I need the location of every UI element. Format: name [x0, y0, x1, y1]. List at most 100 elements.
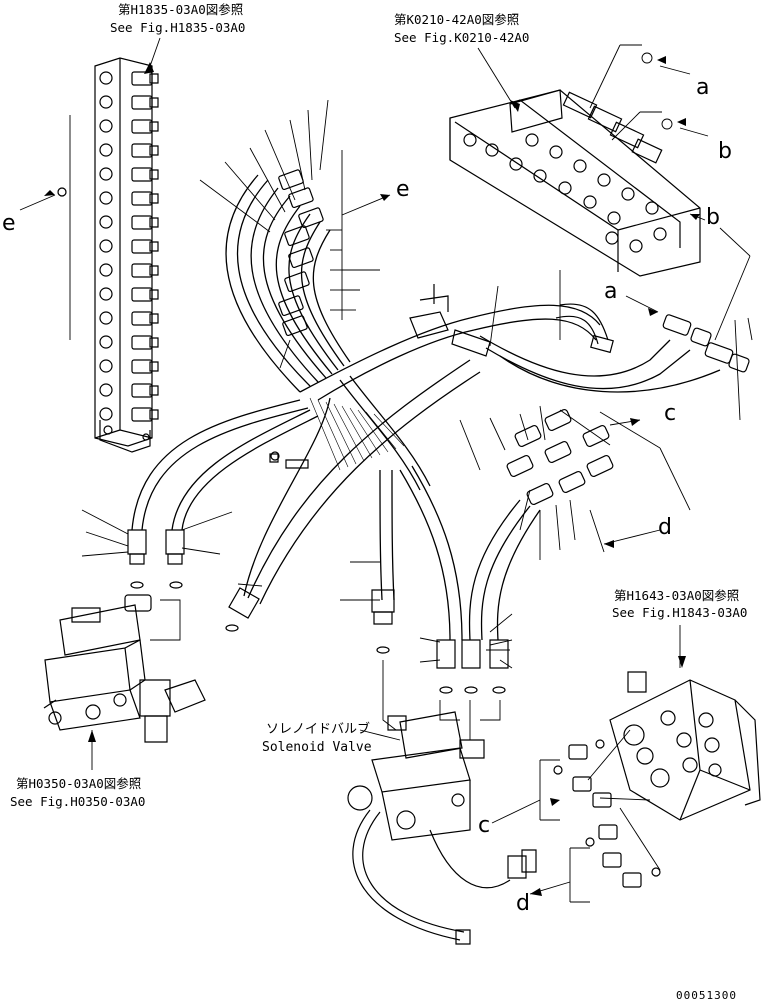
hose-fitting — [558, 471, 586, 494]
manifold-fitting — [132, 384, 152, 397]
manifold-bolt — [534, 170, 546, 182]
manifold-port — [100, 192, 112, 204]
manifold-bolt — [550, 146, 562, 158]
hose-fitting — [544, 441, 572, 464]
manifold-fitting — [132, 408, 152, 421]
manifold-fitting-nut — [150, 74, 158, 83]
right-connector-fittings — [662, 314, 749, 373]
connection-label-d-mid: d — [658, 515, 672, 540]
manifold-bolt — [559, 182, 571, 194]
manifold-fitting — [132, 240, 152, 253]
o-ring — [586, 838, 594, 846]
connection-label-a-top: a — [696, 75, 710, 100]
hose-fitting — [526, 483, 554, 506]
manifold-fitting — [132, 336, 152, 349]
manifold-fitting — [132, 72, 152, 85]
hose-fitting — [282, 315, 307, 336]
leader-lines — [20, 38, 752, 902]
hatch-line — [334, 404, 364, 461]
connection-label-e-mid: e — [396, 177, 410, 202]
ref-bottom-left-en: See Fig.H0350-03A0 — [10, 794, 146, 809]
hose-fitting — [284, 225, 309, 246]
manifold-fitting — [132, 96, 152, 109]
left-hose-end-fittings — [128, 454, 508, 693]
manifold-bolt — [598, 174, 610, 186]
manifold-fitting-nut — [150, 122, 158, 131]
solenoid-valve-assembly — [348, 712, 536, 944]
manifold-fitting-nut — [150, 170, 158, 179]
manifold-port — [100, 216, 112, 228]
manifold-port — [100, 384, 112, 396]
center-fittings — [506, 409, 614, 506]
hatch-line — [374, 414, 404, 446]
manifold-bolt — [622, 188, 634, 200]
manifold-fitting — [132, 120, 152, 133]
manifold-fitting-nut — [150, 290, 158, 299]
manifold-fitting — [132, 216, 152, 229]
manifold-port — [100, 96, 112, 108]
hose-fitting — [298, 207, 323, 228]
lower-left-valve-assembly — [44, 595, 205, 742]
manifold-port — [100, 72, 112, 84]
manifold-port — [100, 312, 112, 324]
manifold-port — [100, 144, 112, 156]
ref-top-right-jp: 第K0210-42A0図参照 — [394, 12, 520, 27]
ref-mid-right-jp: 第H1643-03A0図参照 — [614, 588, 740, 603]
loose-fitting — [593, 793, 611, 807]
hose-fitting — [582, 425, 610, 448]
plug-caps — [58, 188, 279, 460]
manifold-fitting-nut — [150, 194, 158, 203]
manifold-port — [100, 120, 112, 132]
connection-label-e-left: e — [2, 211, 16, 236]
left-manifold-block — [95, 58, 152, 452]
loose-fitting — [603, 853, 621, 867]
hose-fitting — [544, 409, 572, 432]
manifold-fitting — [132, 144, 152, 157]
top-right-manifold — [450, 90, 700, 276]
manifold-fitting-nut — [150, 98, 158, 107]
manifold-bolt — [584, 196, 596, 208]
ref-top-left-jp: 第H1835-03A0図参照 — [118, 2, 244, 17]
manifold-bolt — [510, 158, 522, 170]
hose-clamps — [410, 284, 490, 356]
loose-fitting — [599, 825, 617, 839]
manifold-bolt — [574, 160, 586, 172]
manifold-fitting-nut — [150, 338, 158, 347]
connection-label-a-mid: a — [604, 279, 618, 304]
manifold-port — [100, 360, 112, 372]
bend-pipe — [556, 304, 613, 352]
hose-bundle — [132, 175, 720, 640]
connection-label-d-bottom: d — [516, 891, 530, 916]
ref-bottom-left-jp: 第H0350-03A0図参照 — [16, 776, 142, 791]
top-center-fittings — [278, 169, 323, 336]
manifold-bolt — [646, 202, 658, 214]
manifold-bolt — [608, 212, 620, 224]
manifold-fitting — [132, 288, 152, 301]
manifold-fitting — [132, 168, 152, 181]
manifold-bolt — [526, 134, 538, 146]
hose-fitting — [506, 455, 534, 478]
loose-fitting — [569, 745, 587, 759]
document-number: 00051300 — [676, 989, 737, 1002]
manifold-fitting-nut — [150, 362, 158, 371]
connection-label-b-right: b — [706, 205, 720, 230]
solenoid-label-jp: ソレノイドバルブ — [266, 722, 371, 737]
manifold-fitting — [132, 360, 152, 373]
hose-fitting — [288, 247, 313, 268]
hatch-line — [350, 408, 380, 455]
lower-right-valve-block — [610, 672, 760, 820]
hatch-line — [318, 400, 348, 467]
manifold-fitting-nut — [150, 410, 158, 419]
manifold-fitting — [132, 312, 152, 325]
manifold-bolt — [464, 134, 476, 146]
manifold-port — [100, 240, 112, 252]
hatch-line — [366, 412, 396, 449]
manifold-bolt — [486, 144, 498, 156]
hatch-line — [326, 402, 356, 464]
hatch-line — [342, 406, 372, 458]
manifold-port — [100, 408, 112, 420]
manifold-fitting — [132, 264, 152, 277]
ref-top-right-en: See Fig.K0210-42A0 — [394, 30, 530, 45]
manifold-bolt — [606, 232, 618, 244]
manifold-fitting-nut — [150, 314, 158, 323]
